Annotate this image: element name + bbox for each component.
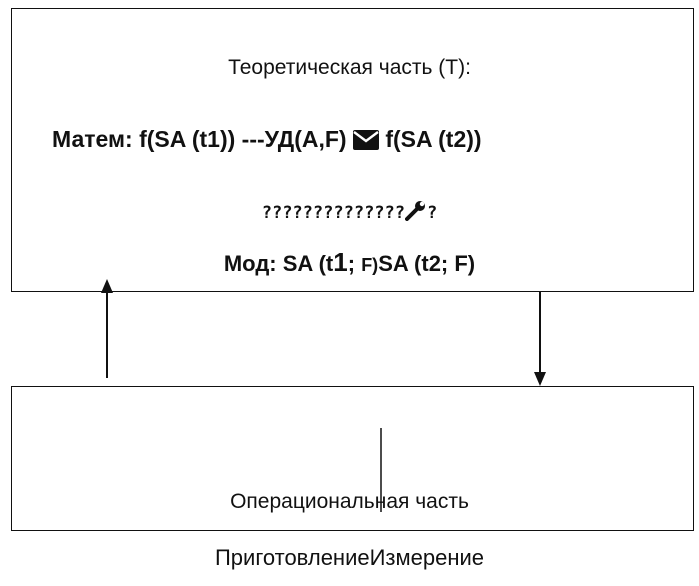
model-rest: SA (t2; F) [378, 251, 476, 276]
envelope-icon [352, 129, 379, 156]
theoretical-part-box [11, 8, 694, 292]
model-semicolon: ; [347, 251, 362, 276]
math-label: Матем: [52, 126, 140, 152]
garbled-tail: ? [427, 203, 438, 223]
operational-part-label: Операциональная часть [230, 490, 469, 513]
math-formula: Матем: f(SA (t1)) ---УД(A,F) f(SA (t2)) [52, 126, 482, 156]
garbled-text-line: ??????????????? [0, 201, 699, 226]
math-expression-right: f(SA (t2)) [378, 126, 482, 152]
wrench-icon [405, 201, 427, 226]
theoretical-part-title: Теоретическая часть (Т): [228, 56, 471, 79]
operational-part-box [11, 386, 694, 531]
garbled-text: ?????????????? [261, 203, 406, 223]
preparation-measurement-label: ПриготовлениеИзмерение [214, 545, 485, 570]
model-formula: Мод: SA (t1; F)SA (t2; F) [0, 247, 699, 278]
model-a: A (t [297, 251, 334, 276]
model-label: Мод: S [223, 251, 298, 276]
model-one: 1 [333, 247, 348, 277]
up-arrow [101, 279, 113, 378]
model-f: F) [361, 255, 379, 275]
math-expression-left: f(SA (t1)) ---УД(A,F) [139, 126, 353, 152]
down-arrow [534, 292, 546, 386]
